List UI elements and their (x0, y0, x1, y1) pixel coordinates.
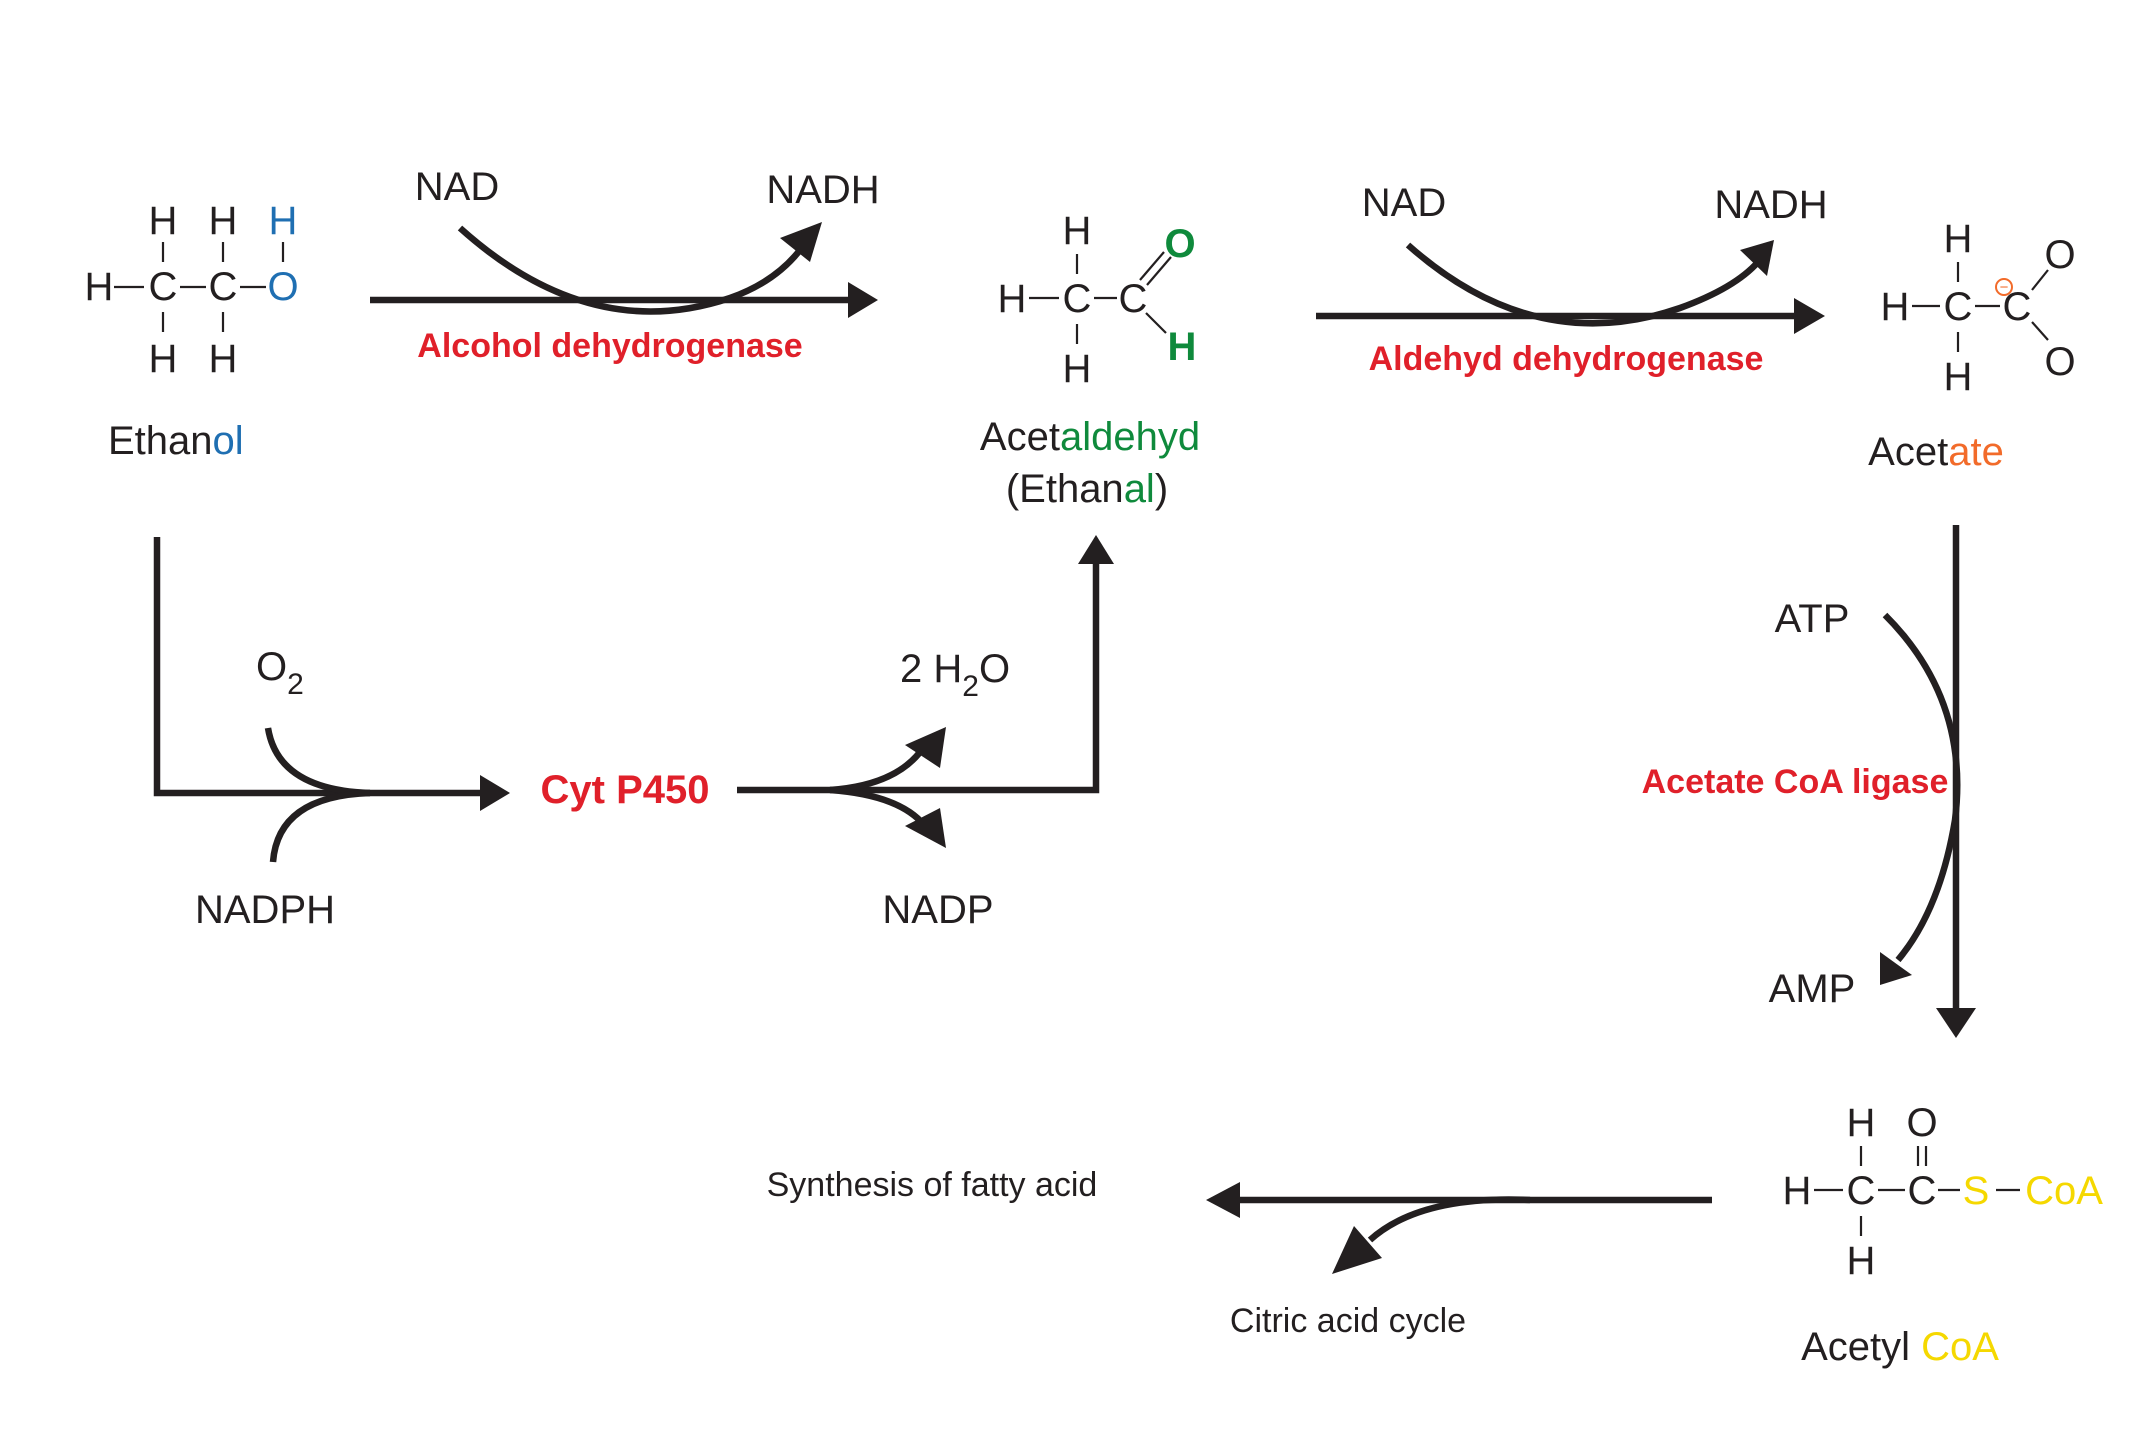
ethanol-h2-top: H (209, 199, 238, 243)
ethanol-h-left: H (85, 265, 114, 309)
acetate-structure: H H C C H O O (1881, 217, 2076, 399)
ethanol-h1-top: H (149, 199, 178, 243)
ethanol-hydroxyl-o: O (267, 265, 298, 309)
acetaldehyde-c1: C (1063, 277, 1092, 321)
acetaldehyde-h-bottom: H (1063, 347, 1092, 391)
acetaldehyde-aldehyde-h: H (1168, 325, 1197, 369)
ethanol-structure: H H H H C C O H H (85, 199, 299, 381)
acetyl-coa-label: Acetyl CoA (1801, 1325, 1999, 1369)
acetyl-coa-bonds (1814, 1146, 2020, 1236)
ethanol-hydroxyl-h: H (269, 199, 298, 243)
acetyl-coa-coa: CoA (2025, 1169, 2103, 1213)
fatty-acid-synthesis-label: Synthesis of fatty acid (767, 1166, 1098, 1204)
step2-nadh: NADH (1714, 183, 1827, 227)
acetate-h-left: H (1881, 285, 1910, 329)
ethanol-c1: C (149, 265, 178, 309)
meos-nadp: NADP (882, 888, 993, 932)
acetate-o-bottom: O (2044, 340, 2075, 384)
acetaldehyde-structure: H H C C H O H (998, 209, 1197, 391)
acetate-o-top: O (2044, 233, 2075, 277)
acetyl-coa-carbonyl-o: O (1906, 1101, 1937, 1145)
ethanol-label: Ethanol (108, 419, 244, 463)
acetaldehyde-bonds (1029, 251, 1172, 344)
acetate-charge: − (1995, 278, 2013, 296)
acetaldehyde-label: Acetaldehyd (980, 415, 1200, 459)
acetate-c1: C (1944, 285, 1973, 329)
step1-enzyme-label: Alcohol dehydrogenase (417, 327, 802, 365)
meos-pathway-lines (153, 535, 1114, 863)
acetaldehyde-c2: C (1119, 277, 1148, 321)
step2-reaction-arrow (1316, 240, 1825, 334)
meos-nadph: NADPH (195, 888, 335, 932)
ethanol-h1-bottom: H (149, 337, 178, 381)
acetate-c2: C (2003, 285, 2032, 329)
acetyl-coa-sulfur: S (1963, 1169, 1990, 1213)
step3-atp: ATP (1775, 597, 1850, 641)
acetyl-coa-h-bottom: H (1847, 1239, 1876, 1283)
acetaldehyde-h-left: H (998, 277, 1027, 321)
ethanol-h2-bottom: H (209, 337, 238, 381)
meos-water: 2 H2O (900, 647, 1010, 703)
step3-enzyme-label: Acetate CoA ligase (1642, 763, 1949, 801)
acetyl-coa-structure: H O H C C S CoA H (1783, 1101, 2104, 1283)
ethanol-c2: C (209, 265, 238, 309)
step1-reaction-arrow (370, 222, 878, 318)
acetate-bonds (1912, 262, 2049, 352)
acetate-h-top: H (1944, 217, 1973, 261)
citric-acid-cycle-label: Citric acid cycle (1230, 1302, 1466, 1340)
acetate-h-bottom: H (1944, 355, 1973, 399)
step3-reaction-arrow (1880, 525, 1976, 1038)
acetate-label: Acetate (1868, 430, 2004, 474)
step1-nad: NAD (415, 165, 499, 209)
acetyl-coa-h-top: H (1847, 1101, 1876, 1145)
ethanol-bonds (114, 242, 285, 332)
step2-enzyme-label: Aldehyd dehydrogenase (1369, 340, 1764, 378)
acetyl-coa-h-left: H (1783, 1169, 1812, 1213)
acetaldehyde-alt-label: (Ethanal) (1006, 467, 1168, 511)
output-arrows (1206, 1182, 1712, 1274)
acetaldehyde-h-top: H (1063, 209, 1092, 253)
cyt-p450-label: Cyt P450 (541, 768, 710, 812)
acetate-negative-charge: − (2000, 279, 2009, 296)
step2-nad: NAD (1362, 181, 1446, 225)
step3-amp: AMP (1769, 967, 1856, 1011)
acetyl-coa-c1: C (1847, 1169, 1876, 1213)
meos-o2: O2 (256, 645, 304, 701)
step1-nadh: NADH (766, 168, 879, 212)
acetyl-coa-c2: C (1908, 1169, 1937, 1213)
